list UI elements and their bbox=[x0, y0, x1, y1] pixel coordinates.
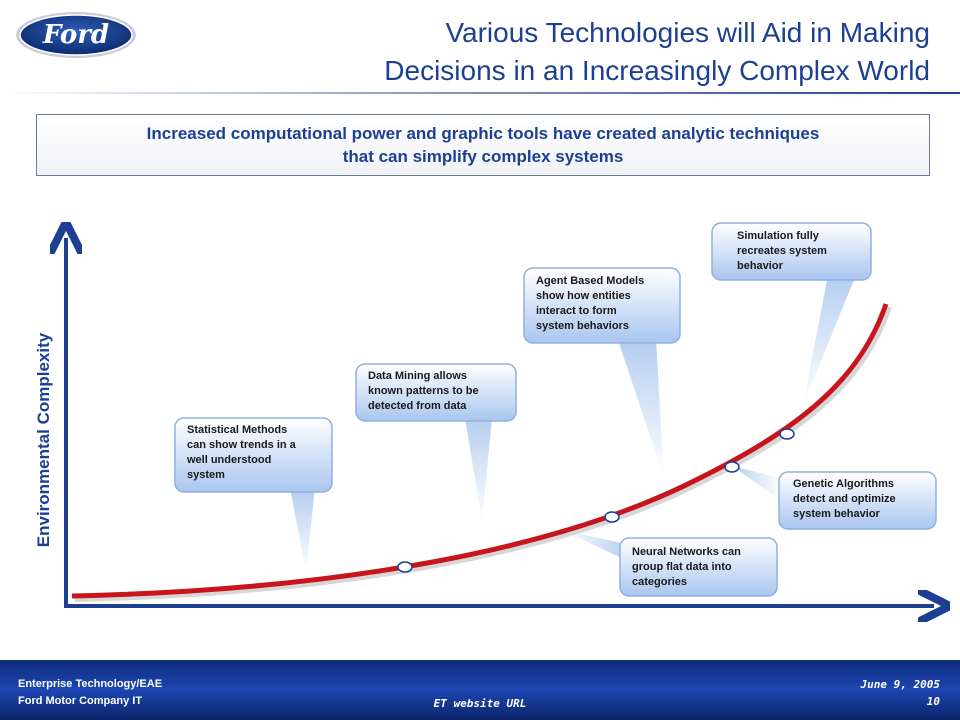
simulation-tail bbox=[803, 275, 856, 405]
neural-line-3: categories bbox=[632, 576, 688, 588]
agent-based-tail bbox=[618, 340, 664, 478]
simulation-callout-text: Simulation fully recreates system behavi… bbox=[737, 229, 827, 274]
complexity-diagram bbox=[0, 0, 960, 660]
neural-line-2: group flat data into bbox=[632, 561, 732, 573]
footer-bar: Enterprise Technology/EAE Ford Motor Com… bbox=[0, 660, 960, 720]
statistical-tail bbox=[290, 488, 315, 572]
page-title-line-1: Various Technologies will Aid in Making bbox=[445, 17, 930, 48]
curve-marker-2 bbox=[604, 511, 620, 523]
title-divider bbox=[0, 92, 960, 94]
agent-based-callout-text: Agent Based Models show how entities int… bbox=[536, 274, 644, 334]
genetic-line-3: system behavior bbox=[793, 508, 880, 520]
neural-line-1: Neural Networks can bbox=[632, 546, 741, 558]
subtitle-line-1: Increased computational power and graphi… bbox=[146, 124, 820, 143]
footer-website-link[interactable]: ET website URL bbox=[433, 697, 527, 710]
genetic-line-2: detect and optimize bbox=[793, 493, 896, 505]
neural-box bbox=[619, 537, 778, 597]
statistical-box bbox=[174, 417, 333, 493]
agent-based-line-2: show how entities bbox=[536, 290, 631, 302]
statistical-line-2: can show trends in a bbox=[187, 439, 296, 451]
agent-based-box bbox=[523, 267, 681, 344]
simulation-box bbox=[711, 222, 872, 281]
genetic-callout-text: Genetic Algorithms detect and optimize s… bbox=[793, 477, 896, 522]
agent-based-line-4: system behaviors bbox=[536, 320, 629, 332]
data-mining-callout-text: Data Mining allows known patterns to be … bbox=[368, 369, 479, 414]
genetic-box bbox=[778, 471, 937, 530]
callout-boxes bbox=[174, 222, 937, 597]
simulation-line-3: behavior bbox=[737, 260, 783, 272]
footer-company: Ford Motor Company IT bbox=[18, 695, 143, 707]
statistical-callout-text: Statistical Methods can show trends in a… bbox=[187, 423, 296, 483]
subtitle-box: Increased computational power and graphi… bbox=[36, 114, 930, 176]
simulation-line-1: Simulation fully bbox=[737, 230, 819, 242]
complexity-curve bbox=[71, 303, 889, 599]
statistical-line-1: Statistical Methods bbox=[187, 424, 288, 436]
neural-tail bbox=[562, 530, 630, 562]
statistical-line-3: well understood bbox=[187, 454, 272, 466]
neural-callout-text: Neural Networks can group flat data into… bbox=[632, 545, 741, 590]
data-mining-line-1: Data Mining allows bbox=[368, 370, 468, 382]
curve-markers bbox=[397, 428, 795, 573]
data-mining-tail bbox=[465, 418, 492, 522]
ford-logo: Ford bbox=[16, 12, 136, 58]
footer-page-number: 10 bbox=[926, 695, 940, 708]
page-title-line-2: Decisions in an Increasingly Complex Wor… bbox=[384, 55, 930, 86]
subtitle-text: Increased computational power and graphi… bbox=[127, 122, 840, 168]
genetic-tail bbox=[732, 466, 781, 500]
complexity-curve-shadow bbox=[74, 306, 892, 602]
genetic-line-1: Genetic Algorithms bbox=[793, 478, 895, 490]
footer-department: Enterprise Technology/EAE bbox=[18, 678, 163, 690]
footer-date: June 9, 2005 bbox=[860, 678, 940, 691]
curve-marker-3 bbox=[724, 461, 740, 473]
curve-marker-1 bbox=[397, 561, 413, 573]
simulation-line-2: recreates system bbox=[737, 245, 827, 257]
subtitle-line-2: that can simplify complex systems bbox=[342, 147, 624, 166]
data-mining-line-2: known patterns to be bbox=[368, 385, 479, 397]
curve-marker-4 bbox=[779, 428, 795, 440]
data-mining-box bbox=[355, 363, 517, 422]
agent-based-line-3: interact to form bbox=[536, 305, 617, 317]
agent-based-line-1: Agent Based Models bbox=[536, 275, 645, 287]
data-mining-line-3: detected from data bbox=[368, 400, 467, 412]
page-title: Various Technologies will Aid in Making … bbox=[290, 14, 930, 90]
callout-tails bbox=[290, 275, 856, 572]
statistical-line-4: system bbox=[187, 469, 225, 481]
ford-logo-text: Ford bbox=[42, 20, 109, 50]
